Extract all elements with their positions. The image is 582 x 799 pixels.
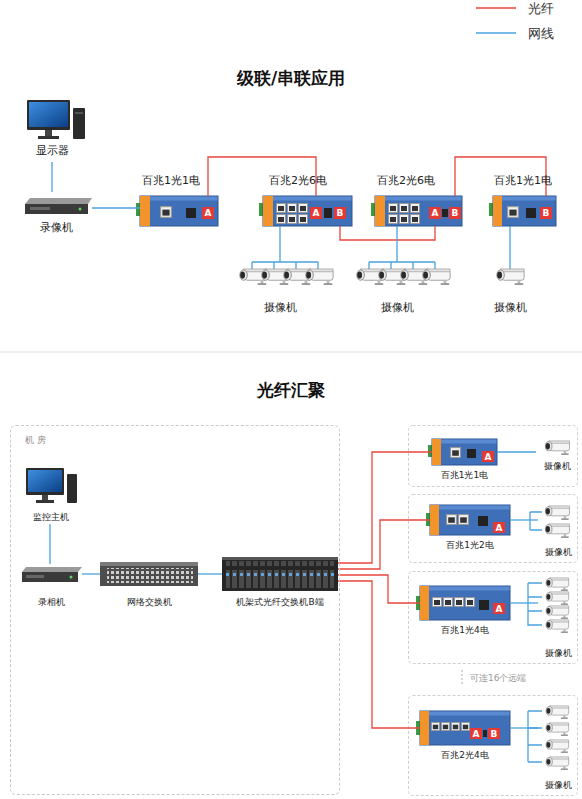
port-label: A [482,451,494,463]
monitor-icon [27,100,85,139]
device-label: 显示器 [18,144,86,158]
device-label: 百兆1光2电 [430,539,510,551]
converter-icon [416,586,510,620]
camera-group: 摄像机 [350,262,445,316]
host-node: 监控主机 [22,466,80,524]
recorder-node: 录相机 [20,564,82,608]
monitor-icon [26,468,77,503]
camera-group: 摄像机 [538,575,578,659]
rack-node: 机架式光纤交换机B端 [222,555,338,608]
port-label: A [429,207,441,219]
port-label: A [310,207,322,219]
converter-icon [371,196,462,226]
switch-node: 网络交换机 [100,560,198,608]
media-converter: 百兆1光1电A [140,196,218,226]
converter-icon [136,196,218,226]
cable-link [510,727,538,728]
cable-link [92,207,140,208]
cable-link [510,602,538,603]
cable-link [279,226,280,262]
camera-icon [240,269,570,770]
device-label: 监控主机 [16,511,86,523]
port-label: B [540,207,552,219]
device-label: 百兆1光1电 [132,174,210,188]
device-label: 百兆2光6电 [366,174,446,188]
device-label: 录像机 [20,221,92,235]
legend-line [476,32,516,34]
legend-line [476,7,516,9]
device-label: 网络交换机 [100,596,198,608]
media-converter: 百兆1光2电A [430,505,510,535]
device-label: 百兆1光1电 [427,469,502,481]
monitor-node: 显示器 [18,98,86,162]
port-label: A [493,603,505,615]
device-label: 摄像机 [350,301,445,315]
cable-link [396,226,397,262]
fiber-link [338,520,430,569]
device-label: 摄像机 [536,460,578,472]
device-label: 百兆2光6电 [258,174,338,188]
port-label: B [334,207,346,219]
machine-room: 机 房监控主机录相机网络交换机机架式光纤交换机B端 [10,425,340,795]
device-label: 摄像机 [480,301,540,315]
port-label: A [202,207,214,219]
device-label: 机架式光纤交换机B端 [218,596,342,608]
device-label: 录相机 [16,596,86,608]
recorder-icon [25,198,92,214]
cable-link [497,451,536,452]
device-label: 百兆2光4电 [420,749,510,761]
separator [0,352,582,353]
converter-icon [259,196,352,226]
converter-icon [428,439,497,465]
cable-link [198,573,222,574]
section-title: 光纤汇聚 [0,379,582,401]
port-label: B [449,207,461,219]
note-text: 可连16个远端 [470,672,570,684]
device-label: 摄像机 [538,779,578,791]
switch-icon [100,562,198,586]
media-converter: 百兆1光1电B [493,196,556,226]
cable-link [49,524,50,564]
recorder-node: 录像机 [20,192,92,238]
camera-branch [252,262,542,762]
legend-text: 光纤 [528,1,578,17]
camera-group: 摄像机 [233,262,328,316]
rack-icon [222,557,338,591]
converter-icon [426,505,510,535]
fiber-link [340,226,435,240]
device-label: 摄像机 [233,301,328,315]
media-converter: 百兆2光6电AB [375,196,462,226]
media-converter: 百兆2光6电AB [263,196,352,226]
cable-link [82,573,100,574]
port-label: A [493,522,505,534]
continuation-mark [462,670,463,686]
device-label: 百兆1光1电 [483,174,563,188]
cable-link [509,226,510,262]
media-converter: 百兆1光1电A [432,439,497,465]
media-converter: 百兆1光4电A [420,586,510,620]
remote-box [409,426,578,796]
port-label: A [470,728,482,740]
camera-group: 摄像机 [486,262,534,316]
converter-icon [489,196,556,226]
converter-icon [416,711,510,745]
recorder-icon [22,567,82,582]
fiber-link [338,575,420,603]
cable-link [510,519,538,520]
media-converter: 百兆2光4电AB [420,711,510,745]
fiber-link [338,452,432,563]
camera-group: 摄像机 [538,502,578,558]
device-label: 机 房 [25,434,65,446]
device-label: 摄像机 [538,546,578,558]
section-title: 级联/串联应用 [0,67,582,89]
port-label: B [488,728,500,740]
legend-text: 网线 [528,26,578,42]
camera-group: 摄像机 [536,438,578,474]
camera-group: 摄像机 [538,703,578,791]
device-label: 百兆1光4电 [420,624,510,636]
cable-link [51,162,52,192]
fiber-link [338,581,420,728]
device-label: 摄像机 [538,647,578,659]
